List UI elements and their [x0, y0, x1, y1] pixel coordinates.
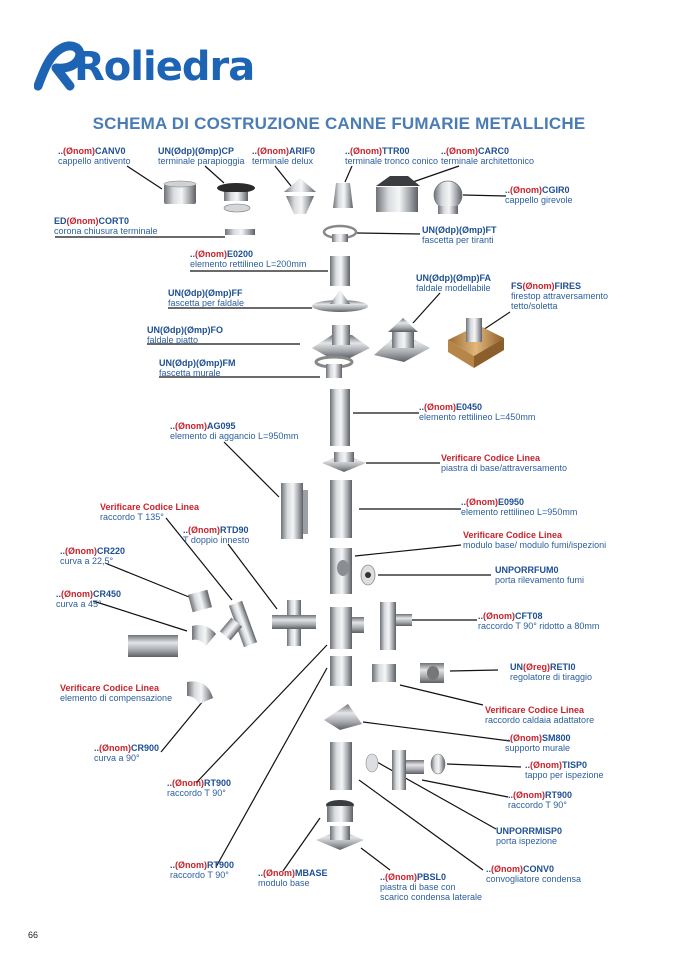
conv0-part-icon — [330, 742, 352, 790]
e0450-part-icon — [330, 389, 350, 446]
roliedra-logo: Roliedra — [34, 40, 255, 96]
arif0-part-icon — [284, 178, 316, 214]
cr900-part-icon — [187, 681, 213, 704]
cgir0-part-icon — [433, 180, 463, 214]
fo-part-icon — [312, 325, 370, 358]
ft-part-icon — [322, 224, 358, 242]
t90-main-part-icon — [330, 607, 364, 649]
e0200-part-icon — [330, 256, 350, 286]
fires-part-icon — [448, 318, 504, 368]
fm-part-icon — [314, 355, 354, 378]
page-title: SCHEMA DI COSTRUZIONE CANNE FUMARIE META… — [92, 114, 586, 133]
tisp0-part-icon — [430, 753, 446, 775]
logo-mark-icon — [34, 41, 85, 91]
module-base-part-icon — [330, 548, 352, 594]
ag095-part-icon — [281, 483, 308, 539]
cp-part-icon — [217, 183, 255, 213]
mbase-part-icon — [326, 800, 354, 822]
pbsl0-part-icon — [316, 826, 364, 850]
reti0-part-icon — [420, 663, 444, 683]
compensation-part-icon — [128, 635, 178, 657]
boiler-adapter-part-icon — [330, 656, 396, 686]
cort0-part-icon — [225, 229, 255, 235]
cft08-part-icon — [380, 602, 412, 650]
carc0-part-icon — [376, 176, 420, 212]
canv0-part-icon — [163, 180, 197, 204]
page-number: 66 — [28, 930, 39, 940]
rt900-small-part-icon — [392, 750, 424, 790]
unporrmisp0-part-icon — [365, 753, 379, 773]
cr220-part-icon — [188, 589, 212, 613]
fa-part-icon — [374, 318, 430, 362]
ff-part-icon — [312, 290, 368, 312]
components — [128, 176, 504, 850]
ttr00-part-icon — [333, 183, 353, 208]
unporrfum0-part-icon — [360, 564, 376, 586]
sm800-part-icon — [324, 704, 362, 730]
leader-lines — [55, 165, 522, 872]
e0950-part-icon — [330, 480, 352, 538]
brand-name: Roliedra — [74, 44, 255, 90]
t135-part-icon — [219, 600, 258, 648]
rtd90-part-icon — [272, 600, 316, 646]
base-plate-part-icon — [322, 452, 366, 472]
cr450-part-icon — [192, 625, 216, 646]
